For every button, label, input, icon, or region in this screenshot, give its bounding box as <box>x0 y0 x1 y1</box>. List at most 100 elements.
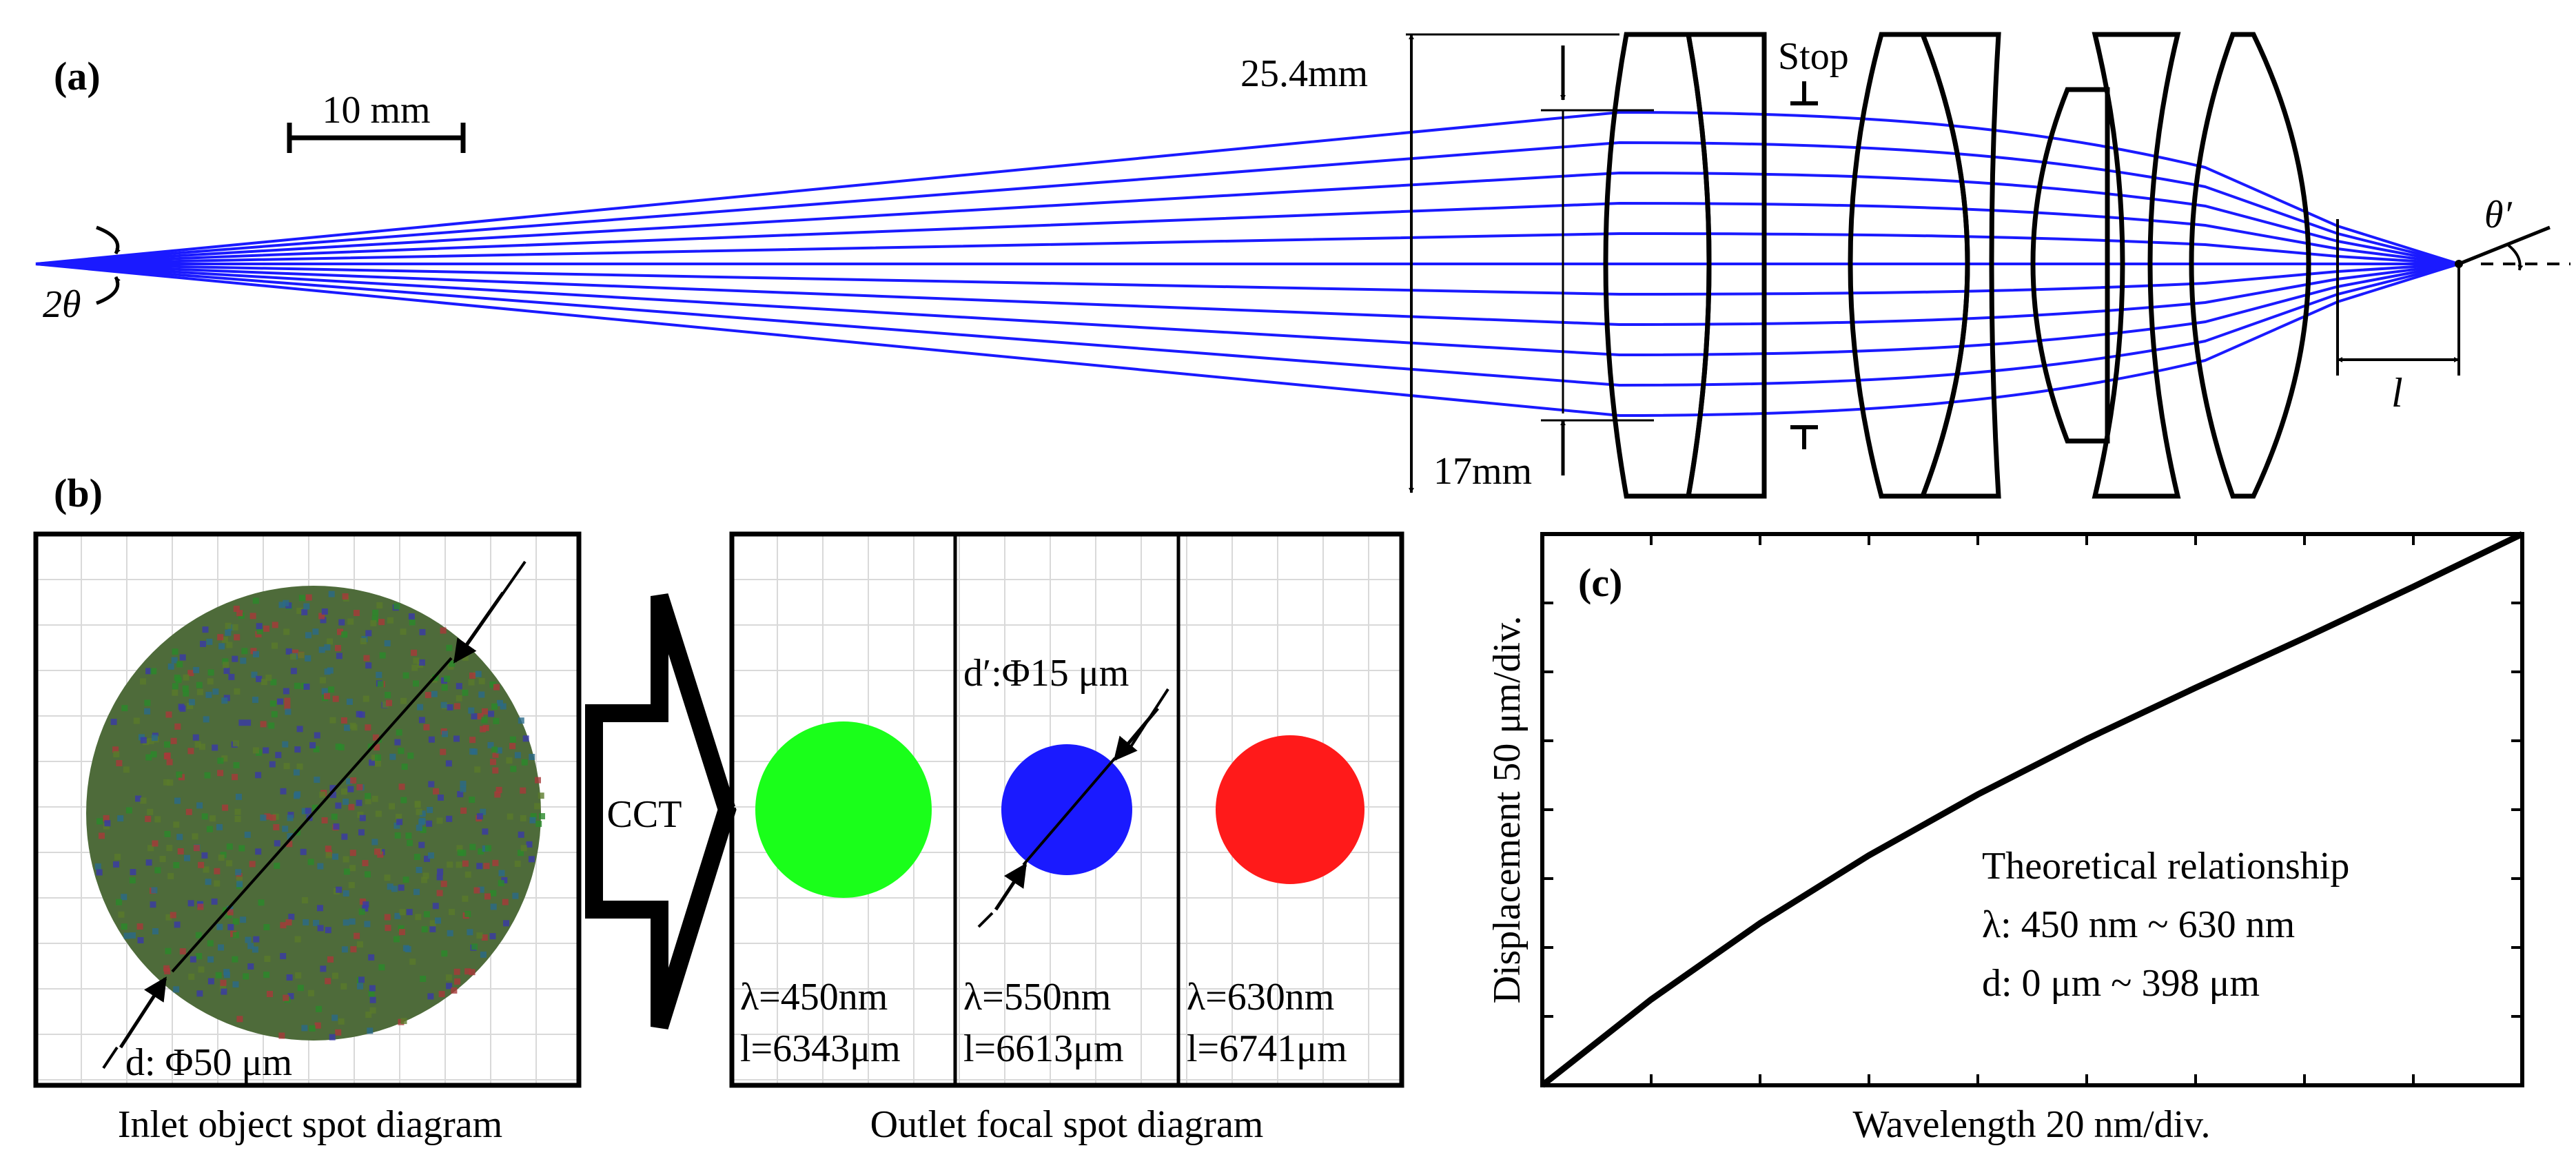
speckle-dot <box>338 619 345 626</box>
speckle-dot <box>512 892 519 899</box>
speckle-dot <box>489 682 496 688</box>
speckle-dot <box>176 834 183 841</box>
speckle-dot <box>225 629 232 636</box>
speckle-dot <box>171 657 178 664</box>
back-focal-label: l <box>2391 370 2403 416</box>
speckle-dot <box>483 863 490 870</box>
speckle-dot <box>365 630 372 637</box>
speckle-dot <box>216 823 223 830</box>
speckle-dot <box>331 1014 338 1021</box>
speckle-dot <box>164 830 171 837</box>
speckle-dot <box>285 648 292 655</box>
speckle-dot <box>166 845 173 852</box>
speckle-dot <box>332 695 339 702</box>
speckle-dot <box>454 978 461 985</box>
speckle-dot <box>313 919 320 926</box>
speckle-dot <box>152 928 159 934</box>
speckle-dot <box>214 868 221 874</box>
speckle-dot <box>218 944 224 951</box>
speckle-dot <box>234 688 241 695</box>
speckle-dot <box>222 658 229 665</box>
speckle-dot <box>478 678 485 685</box>
speckle-dot <box>393 936 400 943</box>
speckle-dot <box>468 679 475 686</box>
speckle-dot <box>178 704 185 710</box>
speckle-dot <box>314 1022 321 1029</box>
speckle-dot <box>205 879 212 885</box>
speckle-dot <box>201 813 208 820</box>
speckle-dot <box>343 890 349 897</box>
speckle-dot <box>332 853 338 860</box>
speckle-dot <box>280 788 287 795</box>
speckle-dot <box>303 684 310 690</box>
speckle-dot <box>522 735 529 742</box>
ray-3 <box>35 171 2460 265</box>
speckle-dot <box>256 623 263 630</box>
speckle-dot <box>425 692 431 699</box>
speckle-dot <box>398 925 405 932</box>
speckle-dot <box>423 724 430 730</box>
speckle-dot <box>283 600 289 606</box>
speckle-dot <box>236 873 243 879</box>
speckle-dot <box>347 786 354 792</box>
speckle-dot <box>96 818 103 825</box>
speckle-dot <box>170 912 176 919</box>
speckle-dot <box>471 713 478 719</box>
speckle-dot <box>365 792 371 799</box>
speckle-dot <box>318 613 325 619</box>
inlet-caption: Inlet object spot diagram <box>118 1103 502 1146</box>
speckle-dot <box>325 852 332 859</box>
speckle-dot <box>482 725 489 731</box>
speckle-dot <box>407 839 413 846</box>
speckle-dot <box>418 659 425 666</box>
speckle-dot <box>321 817 328 823</box>
speckle-dot <box>112 746 119 753</box>
speckle-dot <box>249 613 256 619</box>
speckle-dot <box>270 679 277 686</box>
speckle-dot <box>252 946 258 953</box>
speckle-dot <box>440 701 447 708</box>
speckle-dot <box>283 688 289 695</box>
speckle-dot <box>535 821 542 828</box>
speckle-dot <box>379 652 386 659</box>
speckle-dot <box>510 766 517 772</box>
speckle-dot <box>389 753 396 760</box>
speckle-dot <box>368 954 375 961</box>
speckle-dot <box>207 956 214 963</box>
ray-2 <box>35 141 2460 265</box>
speckle-dot <box>192 734 199 741</box>
speckle-dot <box>348 803 355 810</box>
spot-distance-3: l=6741μm <box>1187 1027 1347 1070</box>
speckle-dot <box>222 804 229 811</box>
speckle-dot <box>312 804 318 811</box>
speckle-dot <box>490 903 497 910</box>
speckle-dot <box>371 755 378 761</box>
speckle-dot <box>490 759 496 766</box>
speckle-dot <box>487 741 494 748</box>
speckle-dot <box>400 697 407 704</box>
speckle-dot <box>198 861 205 868</box>
speckle-dot <box>280 922 287 929</box>
speckle-dot <box>188 973 195 980</box>
speckle-dot <box>167 872 174 879</box>
speckle-dot <box>349 850 356 857</box>
speckle-dot <box>204 772 211 779</box>
speckle-dot <box>416 808 422 815</box>
speckle-dot <box>460 781 467 788</box>
speckle-dot <box>340 717 347 724</box>
speckle-dot <box>400 1018 407 1025</box>
speckle-dot <box>264 955 271 962</box>
speckle-dot <box>453 735 460 742</box>
speckle-dot <box>300 848 307 855</box>
speckle-dot <box>445 974 452 981</box>
speckle-dot <box>145 754 152 761</box>
speckle-dot <box>170 737 177 744</box>
speckle-dot <box>418 717 425 724</box>
speckle-dot <box>408 613 415 620</box>
speckle-dot <box>400 628 407 635</box>
speckle-dot <box>116 899 123 905</box>
speckle-dot <box>193 845 200 852</box>
ray-fan <box>35 110 2460 418</box>
speckle-dot <box>174 797 181 804</box>
speckle-dot <box>482 828 489 835</box>
